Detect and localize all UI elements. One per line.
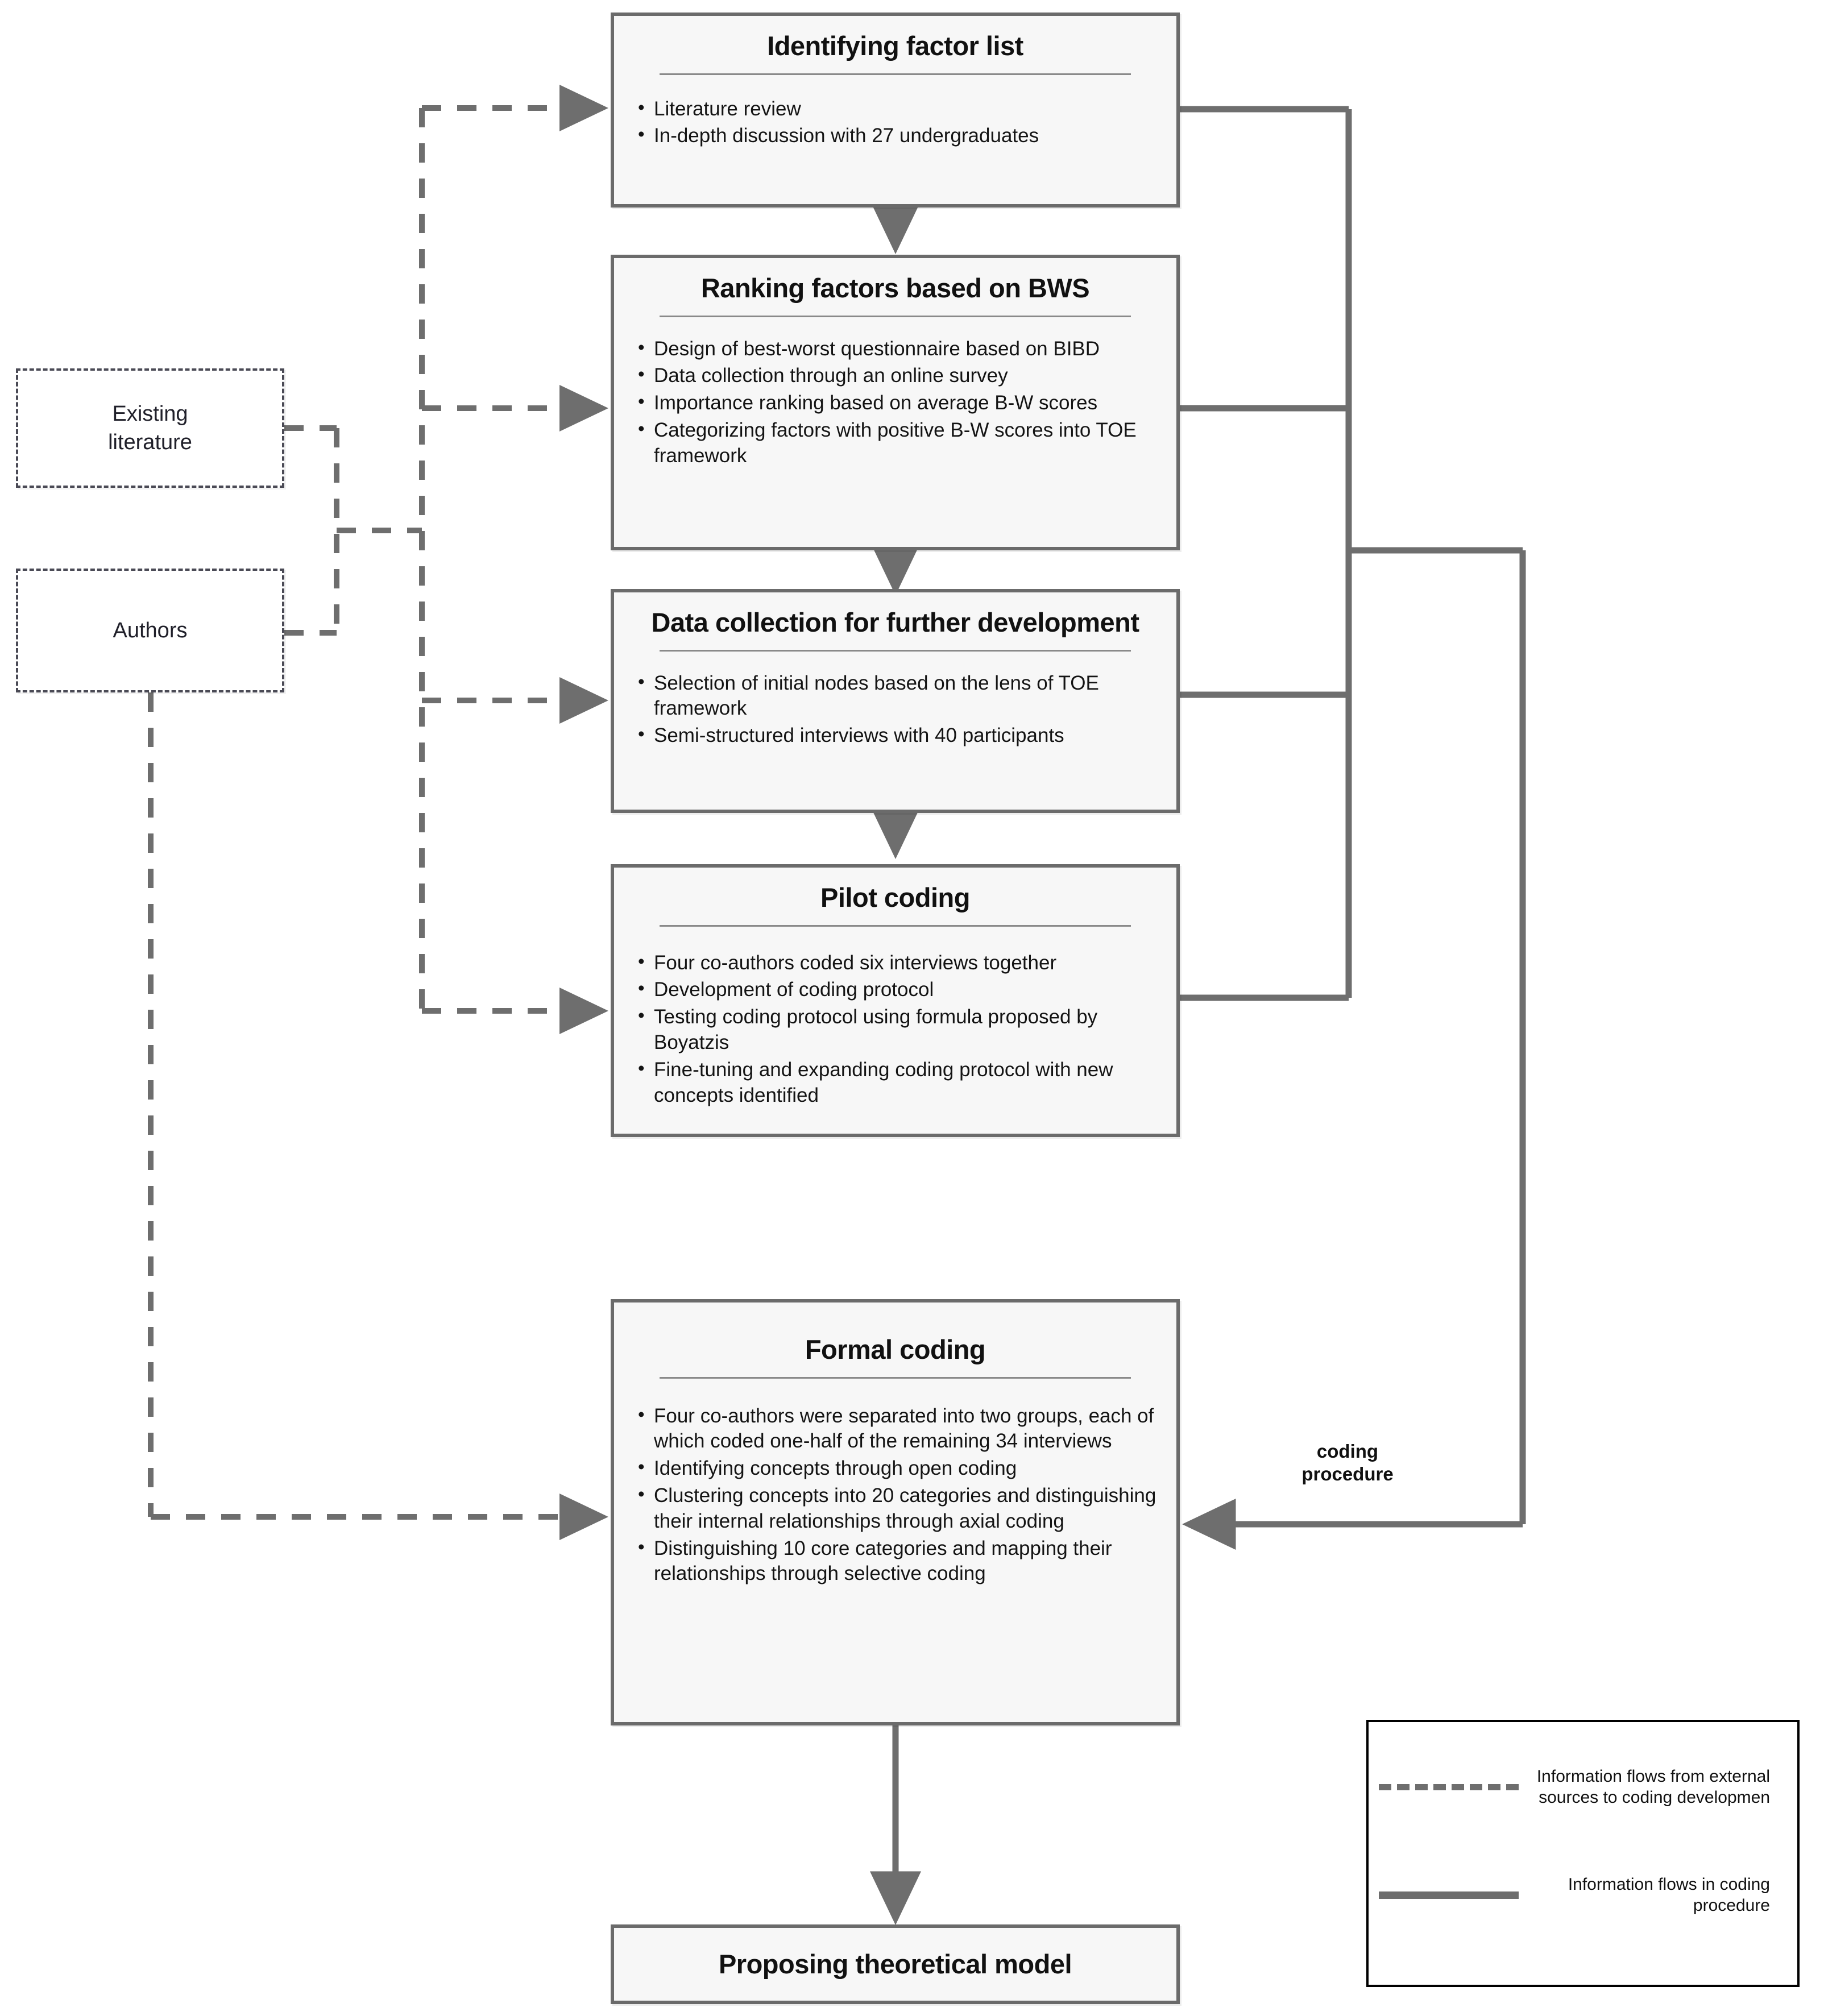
list-item: Importance ranking based on average B-W …: [633, 389, 1157, 416]
process-box-proposing-theoretical-model[interactable]: Proposing theoretical model: [611, 1924, 1180, 2004]
list-item: Data collection through an online survey: [633, 362, 1157, 389]
title-divider: [660, 649, 1131, 652]
coding-procedure-bus: [1180, 106, 1526, 1550]
box-title: Formal coding: [805, 1334, 986, 1364]
list-item: Fine-tuning and expanding coding protoco…: [633, 1056, 1157, 1109]
process-box-data-collection-further-development[interactable]: Data collection for further development …: [611, 589, 1180, 813]
box-title: Data collection for further development: [651, 607, 1139, 637]
box-title: Proposing theoretical model: [718, 1948, 1072, 1979]
legend-entry-label: Information flows in coding procedure: [1568, 1875, 1770, 1915]
legend-entry-label: Information flows from external sources …: [1536, 1767, 1770, 1807]
legend-entry-dashed: Information flows from external sources …: [1379, 1766, 1788, 1808]
box-bullet-list: Literature review In-depth discussion wi…: [633, 96, 1157, 150]
list-item: Identifying concepts through open coding: [633, 1455, 1157, 1482]
title-divider: [660, 73, 1131, 75]
list-item: In-depth discussion with 27 undergraduat…: [633, 122, 1157, 149]
box-title: Identifying factor list: [767, 31, 1023, 61]
legend-box: Information flows from external sources …: [1366, 1720, 1800, 1987]
box-bullet-list: Four co-authors coded six interviews tog…: [633, 949, 1157, 1109]
external-source-bus: [148, 85, 609, 1540]
title-divider: [660, 315, 1131, 317]
list-item: Clustering concepts into 20 categories a…: [633, 1482, 1157, 1534]
box-bullet-list: Design of best-worst questionnaire based…: [633, 335, 1157, 469]
title-divider: [660, 1376, 1131, 1379]
process-box-pilot-coding[interactable]: Pilot coding Four co-authors coded six i…: [611, 864, 1180, 1137]
list-item: Selection of initial nodes based on the …: [633, 670, 1157, 722]
process-box-ranking-factors-bws[interactable]: Ranking factors based on BWS Design of b…: [611, 255, 1180, 550]
dashed-line-swatch-icon: [1379, 1784, 1519, 1791]
list-item: Four co-authors were separated into two …: [633, 1403, 1157, 1455]
list-item: Semi-structured interviews with 40 parti…: [633, 722, 1157, 749]
process-box-identifying-factor-list[interactable]: Identifying factor list Literature revie…: [611, 13, 1180, 208]
box-bullet-list: Selection of initial nodes based on the …: [633, 670, 1157, 749]
legend-entry-solid: Information flows in coding procedure: [1379, 1874, 1788, 1916]
list-item: Development of coding protocol: [633, 976, 1157, 1003]
source-box-existing-literature[interactable]: Existing literature: [16, 368, 284, 488]
box-title: Pilot coding: [820, 882, 970, 912]
box-title: Ranking factors based on BWS: [700, 273, 1090, 303]
source-box-label: Authors: [113, 618, 188, 642]
list-item: Distinguishing 10 core categories and ma…: [633, 1535, 1157, 1587]
list-item: Testing coding protocol using formula pr…: [633, 1003, 1157, 1056]
list-item: Literature review: [633, 96, 1157, 122]
title-divider: [660, 924, 1131, 927]
list-item: Four co-authors coded six interviews tog…: [633, 949, 1157, 976]
box-bullet-list: Four co-authors were separated into two …: [633, 1403, 1157, 1587]
process-box-formal-coding[interactable]: Formal coding Four co-authors were separ…: [611, 1299, 1180, 1725]
edge-label-coding-procedure: coding procedure: [1301, 1441, 1394, 1484]
source-box-authors[interactable]: Authors: [16, 569, 284, 692]
list-item: Categorizing factors with positive B-W s…: [633, 417, 1157, 469]
solid-line-swatch-icon: [1379, 1891, 1519, 1899]
list-item: Design of best-worst questionnaire based…: [633, 335, 1157, 362]
source-box-label: Existing literature: [108, 401, 192, 454]
